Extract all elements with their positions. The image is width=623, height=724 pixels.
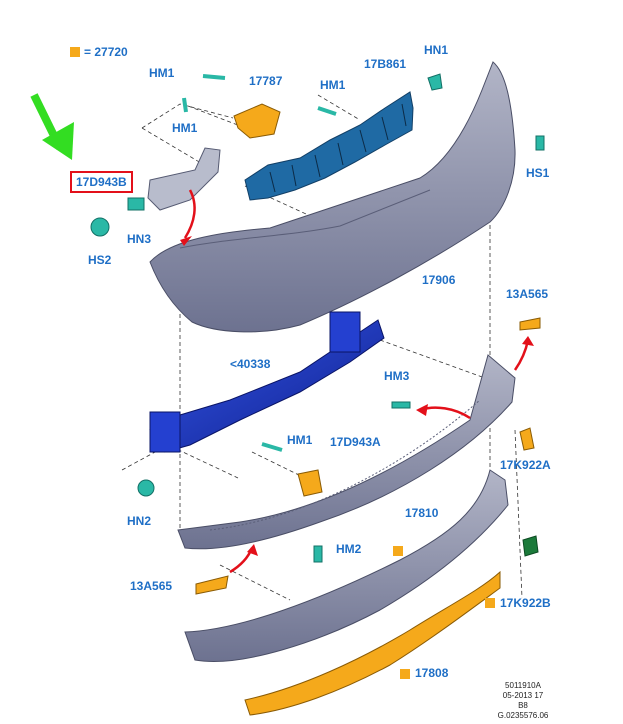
lower-skirt-shape (184, 469, 509, 662)
label-hm1: HM1 (320, 78, 346, 92)
label-hm1: HM1 (149, 66, 175, 80)
label-17k922a: 17K922A (500, 458, 551, 472)
legend: = 27720 (70, 45, 128, 59)
label-hn2: HN2 (127, 514, 152, 528)
label-17787: 17787 (249, 74, 283, 88)
label-17d943b-highlighted: 17D943B (70, 171, 133, 193)
ref-line: 5011910A (505, 681, 541, 690)
legend-swatch (70, 47, 80, 57)
ref-line: G.0235576.06 (497, 711, 549, 720)
fasteners (90, 73, 545, 595)
energy-absorber-shape (244, 91, 414, 201)
green-pointer-arrow (30, 93, 74, 160)
reinforcement-beam-shape (149, 319, 385, 453)
ref-line: B8 (518, 701, 528, 710)
label-hs1: HS1 (526, 166, 550, 180)
label-17810: 17810 (405, 506, 439, 520)
label-17808: 17808 (415, 666, 449, 680)
label-hm3: HM3 (384, 369, 410, 383)
marker-square (400, 669, 410, 679)
label-13a565: 13A565 (506, 287, 549, 301)
marker-square (485, 598, 495, 608)
label-hm1: HM1 (172, 121, 198, 135)
marker-square (393, 546, 403, 556)
label-hm2: HM2 (336, 542, 362, 556)
label-hn1: HN1 (424, 43, 449, 57)
bracket-17787-shape (233, 103, 281, 139)
reference-block: 5011910A 05-2013 17 B8 G.0235576.06 (493, 681, 553, 721)
label-17k922b: 17K922B (500, 596, 551, 610)
label-17d943a: 17D943A (330, 435, 381, 449)
label-hn3: HN3 (127, 232, 152, 246)
ref-line: 05-2013 17 (502, 691, 544, 700)
label-17b861: 17B861 (364, 57, 407, 71)
diffuser-17808-shape (244, 570, 501, 716)
label-17906: 17906 (422, 273, 456, 287)
label-hs2: HS2 (88, 253, 112, 267)
legend-text: = 27720 (84, 45, 128, 59)
label-13a565: 13A565 (130, 579, 173, 593)
label-hm1: HM1 (287, 433, 313, 447)
label-40338: <40338 (230, 357, 271, 371)
bumper-cover-shape (149, 61, 516, 333)
bracket-17d943b-shape (147, 147, 221, 211)
